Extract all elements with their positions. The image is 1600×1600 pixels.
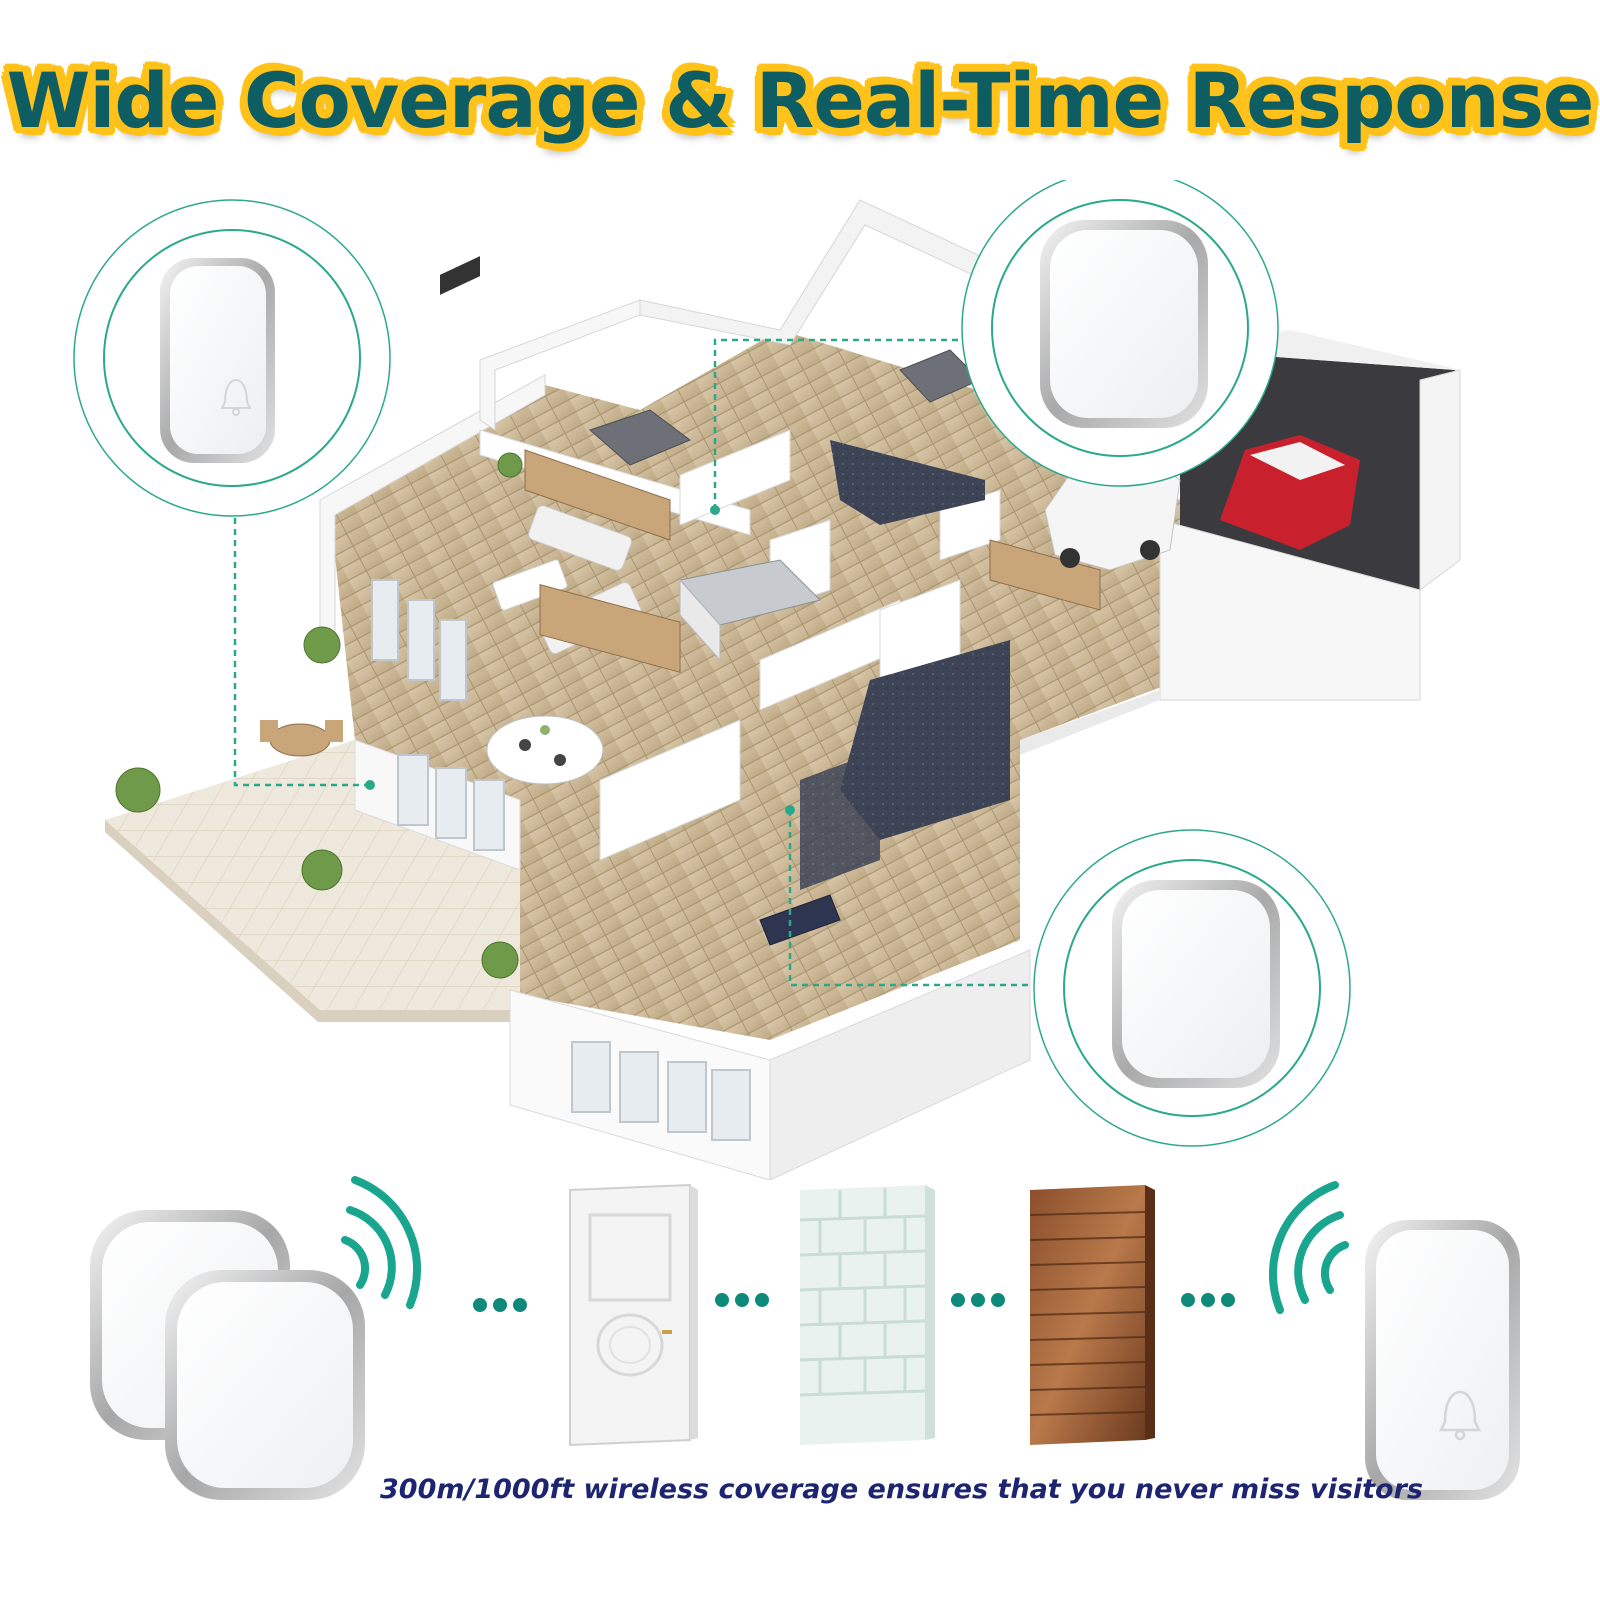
living-room-furniture (440, 256, 681, 673)
receiver-callout-left (73, 199, 391, 517)
red-car (1220, 435, 1360, 550)
bell-icon (1438, 1390, 1482, 1441)
dining-table (486, 715, 604, 785)
receiver-callout-lower-right (1033, 829, 1351, 1147)
signal-waves-icon (1269, 1181, 1349, 1314)
receiver-callout-top-right (961, 180, 1279, 487)
transmission-dots (473, 1293, 1235, 1312)
doorbell-receiver (1365, 1220, 1520, 1500)
title-banner: Wide Coverage & Real-Time Response (0, 30, 1600, 170)
patio-table (260, 720, 343, 757)
callout-dots (365, 505, 795, 815)
page-title: Wide Coverage & Real-Time Response (6, 55, 1595, 145)
stone-wall-icon (1029, 1185, 1155, 1445)
signal-waves-icon (341, 1176, 421, 1309)
house-floor-plan-scene (0, 180, 1600, 1180)
bell-icon (220, 378, 252, 416)
doorbell-transmitters (90, 1210, 365, 1500)
coverage-caption: 300m/1000ft wireless coverage ensures th… (380, 1474, 1423, 1505)
bedroom-beds (589, 349, 981, 946)
kitchen-island (679, 559, 821, 662)
floor-plan-illustration (73, 180, 1461, 1180)
callout-lines (233, 338, 1030, 987)
house-floor (115, 199, 1180, 1180)
white-brick-wall-icon (799, 1185, 935, 1445)
bookshelves (524, 449, 1101, 611)
signal-penetration-illustration (90, 1176, 1520, 1500)
plants (115, 452, 523, 979)
signal-penetration-row (0, 1170, 1600, 1600)
door-icon (569, 1183, 698, 1447)
